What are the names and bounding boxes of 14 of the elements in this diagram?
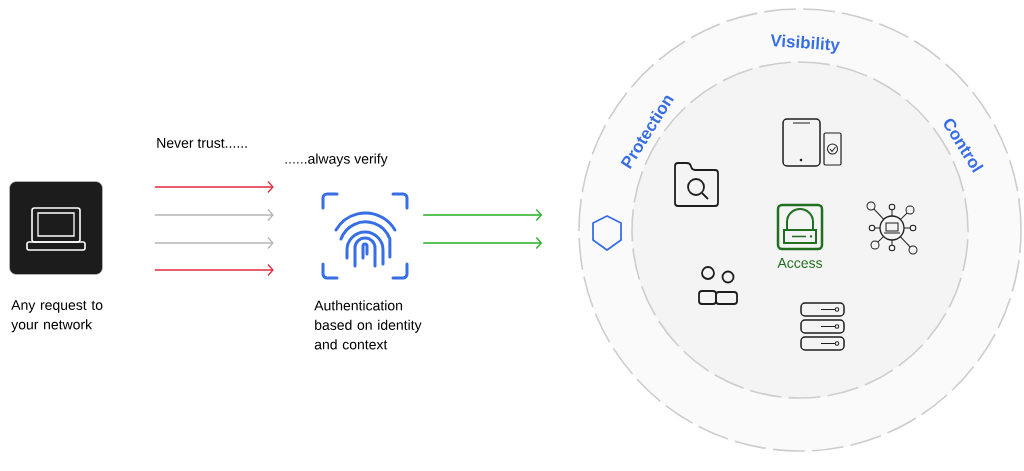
arrow — [422, 236, 543, 250]
arrow — [422, 208, 543, 222]
arrow — [154, 263, 274, 277]
node-label: Any request to your network — [11, 300, 103, 333]
annotation: Access — [777, 258, 823, 268]
arrow — [154, 180, 274, 194]
arrow — [154, 236, 274, 250]
annotation: Never trust...... — [157, 138, 247, 148]
annotation: ......always verify — [285, 153, 388, 167]
laptop-tile — [9, 181, 103, 275]
node-label: Authentication based on identity and context — [314, 300, 422, 350]
fingerprint-icon — [321, 192, 409, 280]
arrow — [154, 208, 274, 222]
ring-label: Visibility — [770, 34, 840, 54]
